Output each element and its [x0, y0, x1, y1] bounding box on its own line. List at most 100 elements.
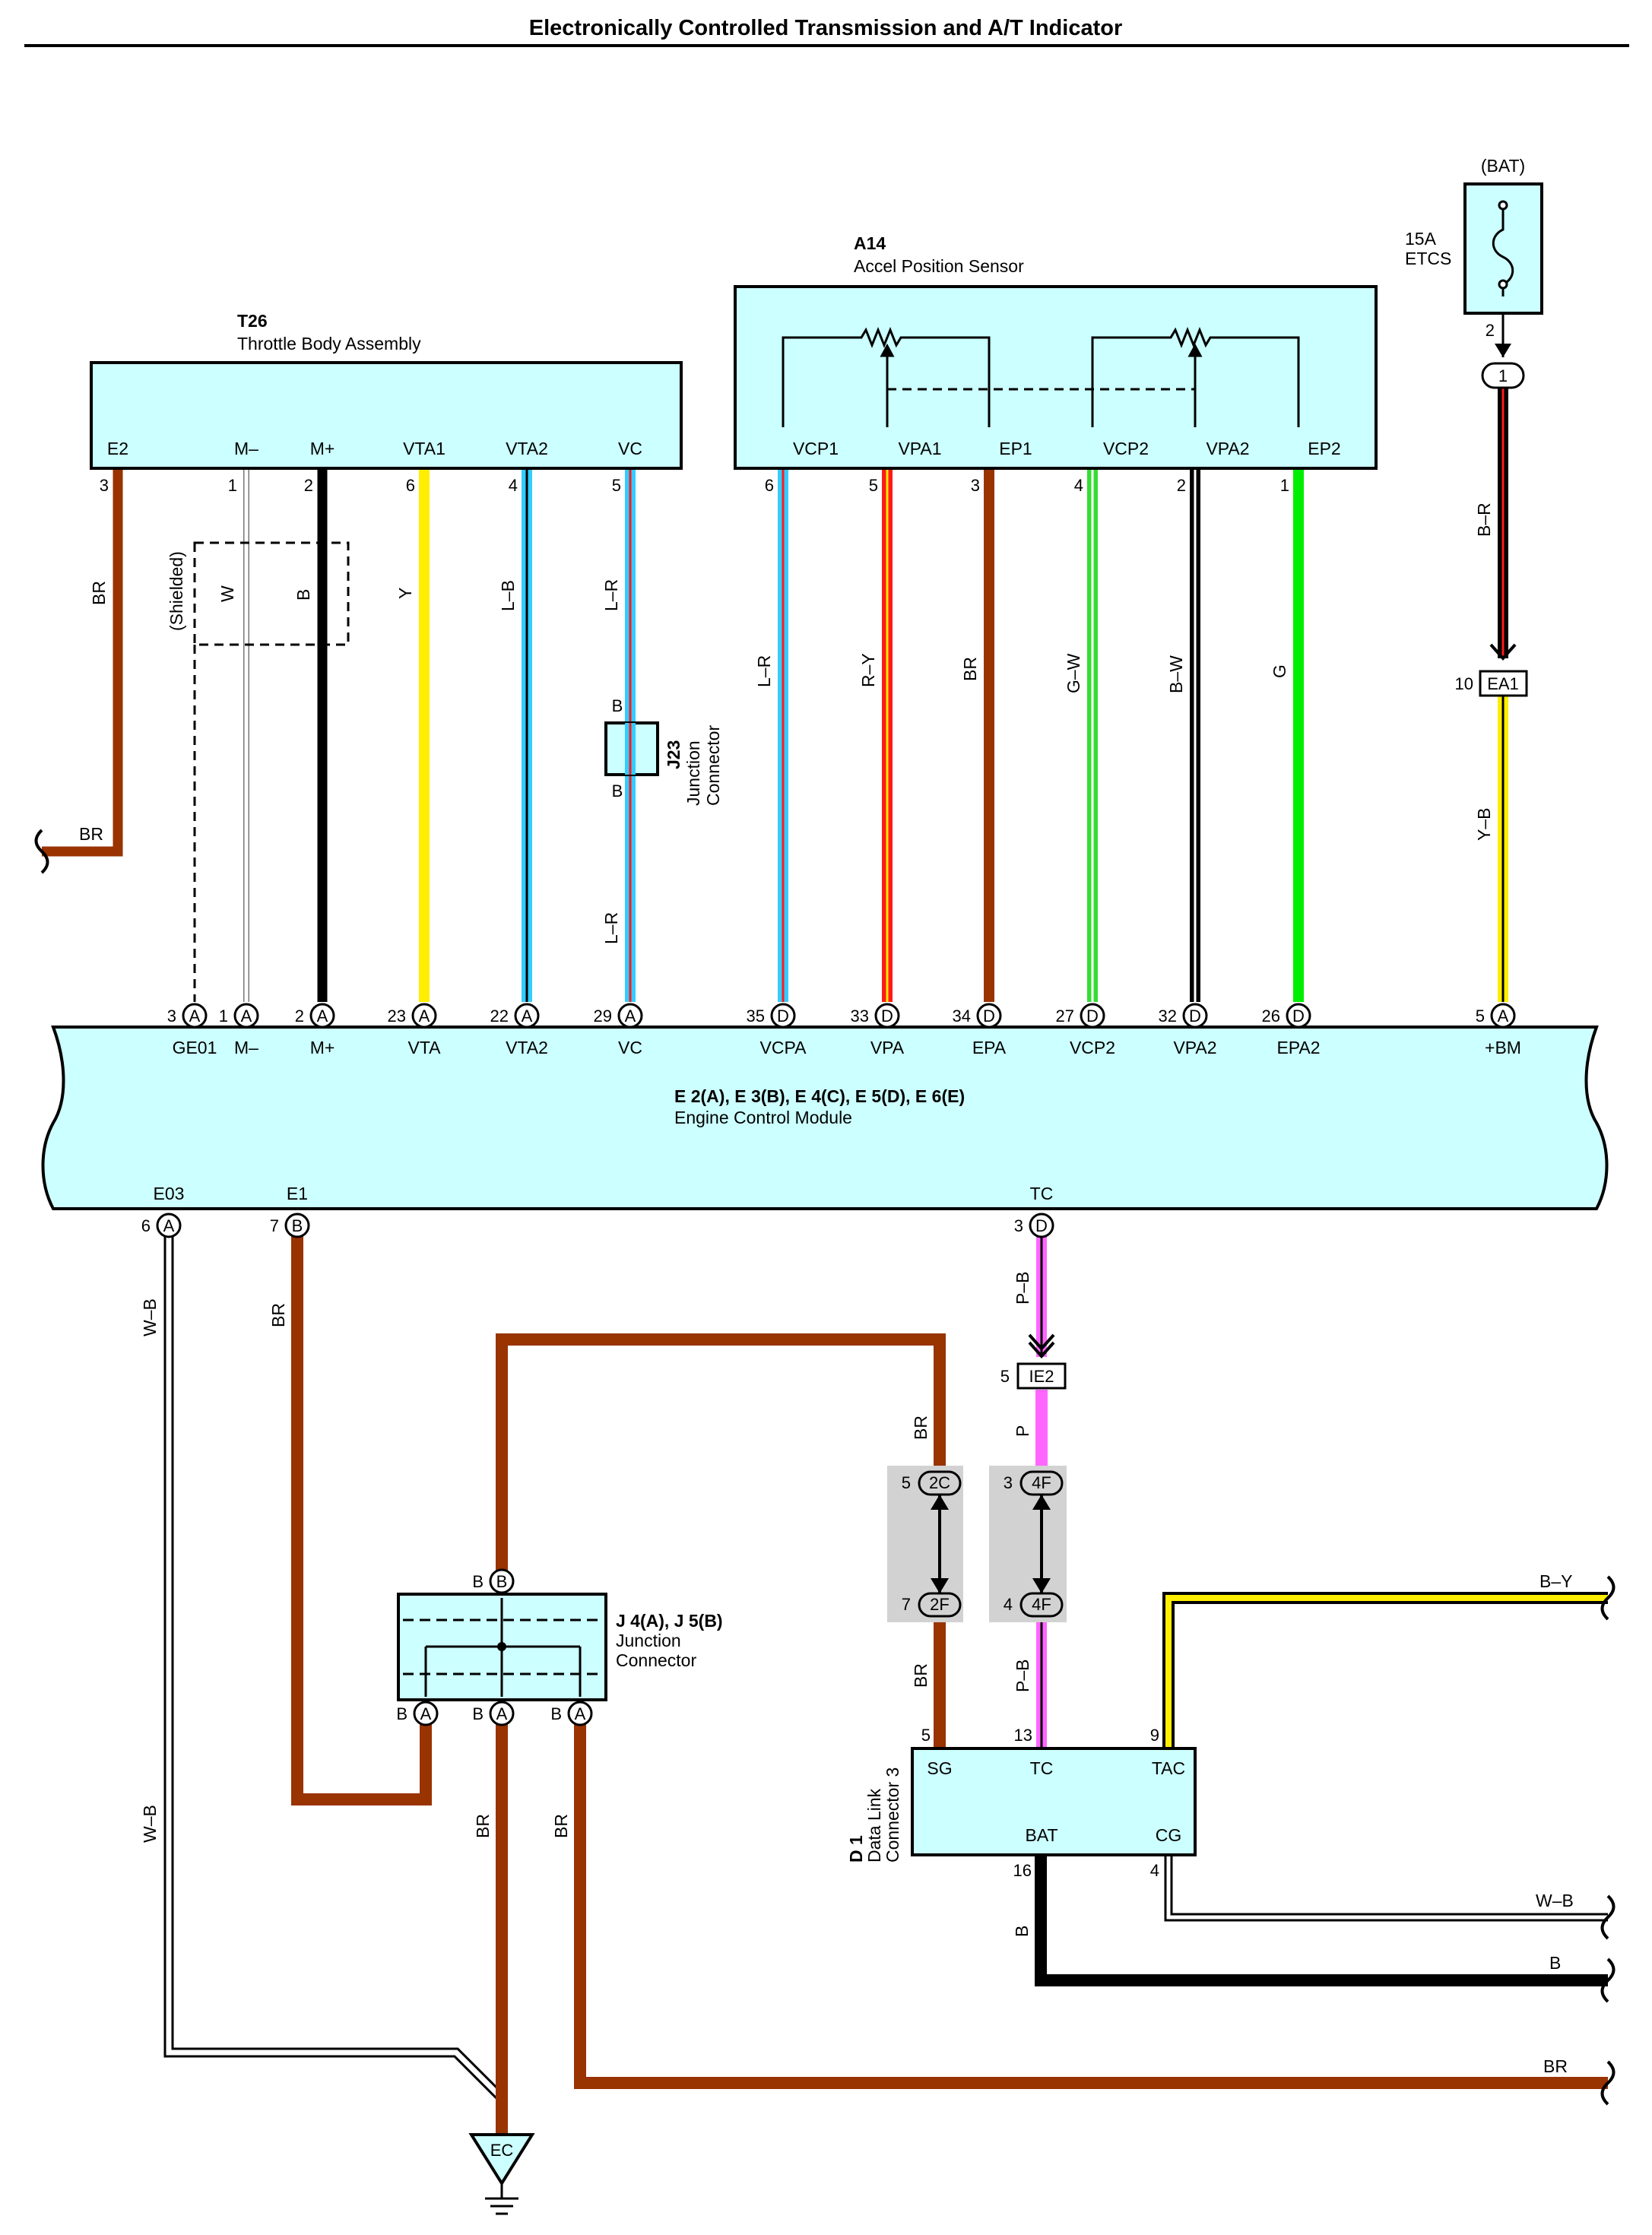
connector-letter: A — [163, 1216, 175, 1235]
wire-label: BR — [79, 824, 103, 844]
j4-bottom-terminal — [567, 1701, 593, 1726]
terminal-label: VTA — [407, 1038, 441, 1057]
cable-ends — [34, 829, 1616, 2106]
wire-label: BR — [89, 581, 109, 605]
throttle-body-name: Throttle Body Assembly — [237, 334, 421, 353]
svg-text:A: A — [496, 1704, 508, 1723]
terminal-label: EPA — [972, 1038, 1007, 1057]
wire-label: B — [293, 589, 313, 601]
wire-label: W–B — [1536, 1891, 1574, 1910]
svg-text:B: B — [472, 1572, 484, 1591]
throttle-body-box — [90, 361, 683, 470]
terminal-label: VPA2 — [1173, 1038, 1216, 1057]
svg-text:SG: SG — [927, 1758, 952, 1778]
shield-box — [193, 541, 350, 646]
connector-letter: A — [419, 1007, 430, 1026]
wire-label: BR — [911, 1416, 931, 1440]
j4-name2: Connector — [616, 1650, 696, 1670]
connector-4f-top — [1019, 1470, 1064, 1496]
wire-label: G–W — [1064, 653, 1083, 693]
pin-number: 29 — [594, 1007, 612, 1026]
terminal-label: TC — [1030, 1184, 1054, 1203]
ea1-pin: 10 — [1455, 674, 1473, 693]
connector-letter: A — [317, 1007, 328, 1026]
j4-bottom-terminal — [489, 1701, 515, 1726]
connector-letter: D — [1035, 1216, 1048, 1235]
terminal-label: E03 — [154, 1184, 185, 1203]
terminal-label: VCP1 — [793, 439, 839, 458]
svg-text:9: 9 — [1150, 1726, 1159, 1745]
j23-code: J23 — [664, 740, 683, 769]
terminal-label: E2 — [107, 439, 128, 458]
pin-number: 3 — [167, 1007, 176, 1026]
pin-number: 1 — [219, 1007, 228, 1026]
wire-e1 — [291, 1233, 432, 1805]
j23-pin-bottom: B — [612, 781, 623, 800]
pin-number: 34 — [953, 1007, 971, 1026]
cable-end-bat — [1600, 1958, 1616, 2003]
terminal-label: VC — [618, 1038, 642, 1057]
accel-sensor-box — [734, 285, 1378, 470]
potentiometer-2 — [1091, 326, 1300, 427]
fuse-arrow — [1495, 344, 1511, 357]
svg-text:7: 7 — [902, 1595, 911, 1614]
connector-2f — [918, 1592, 962, 1618]
svg-text:TC: TC — [1030, 1758, 1054, 1778]
ground-label: EC — [490, 2141, 514, 2160]
cable-end-br — [1600, 2060, 1616, 2106]
terminal-label: VTA2 — [506, 439, 548, 458]
accel-sensor-name: Accel Position Sensor — [854, 256, 1024, 276]
terminal-label: VPA — [870, 1038, 905, 1057]
terminal-label: VPA2 — [1206, 439, 1249, 458]
j23-pin-top: B — [612, 696, 623, 715]
wire-label: Y–B — [1474, 808, 1494, 841]
wire-label: P–B — [1013, 1272, 1032, 1305]
svg-text:4F: 4F — [1032, 1473, 1051, 1492]
svg-text:B: B — [496, 1572, 508, 1591]
accel-sensor-terminals: VCP1 VPA1 EP1 VCP2 VPA2 EP2 6 5 3 4 2 1 — [765, 439, 1341, 495]
connector-letter: D — [777, 1007, 789, 1026]
terminal-label: GE01 — [173, 1038, 217, 1057]
connector-letter: A — [522, 1007, 533, 1026]
pin-number: 2 — [304, 476, 313, 495]
svg-text:16: 16 — [1013, 1861, 1032, 1880]
pin-number: 22 — [490, 1007, 509, 1026]
shield — [193, 541, 350, 1002]
ground-ec: EC — [468, 2133, 535, 2215]
ie2-box — [1016, 1362, 1067, 1390]
connector-4f-bottom — [1019, 1592, 1064, 1618]
wire-e2 — [42, 468, 123, 857]
data-link-connector: SG TC TAC BAT CG 5 13 9 16 4 D 1 Data Li… — [846, 1726, 1197, 1880]
connector-letter: A — [241, 1007, 252, 1026]
svg-text:2C: 2C — [929, 1473, 950, 1492]
svg-text:4: 4 — [1004, 1595, 1013, 1614]
j4-name1: Junction — [616, 1631, 681, 1650]
wire-label: B–R — [1474, 502, 1494, 537]
wire-label: W–B — [140, 1805, 160, 1843]
terminal-label: VC — [618, 439, 642, 458]
connector-2c-2f: 2C 5 2F 7 — [887, 1466, 963, 1622]
fuse-junction-label: 1 — [1498, 366, 1508, 385]
potentiometer-1 — [782, 326, 991, 427]
fuse-pin: 2 — [1486, 321, 1495, 340]
wire-br-out — [574, 1720, 1608, 2089]
connector-2c — [918, 1470, 962, 1496]
svg-text:BAT: BAT — [1025, 1825, 1057, 1845]
accel-sensor-code: A14 — [854, 233, 886, 253]
pin-number: 6 — [406, 476, 415, 495]
terminal-label: E1 — [287, 1184, 308, 1203]
wire-label: P–B — [1013, 1660, 1032, 1692]
connector-letter: B — [292, 1216, 303, 1235]
svg-text:4F: 4F — [1032, 1595, 1051, 1614]
wire-bat — [1035, 1856, 1608, 1986]
svg-text:A: A — [420, 1704, 432, 1723]
wire-label: BR — [268, 1303, 288, 1327]
pin-number: 35 — [747, 1007, 765, 1026]
svg-text:B: B — [550, 1704, 562, 1723]
ecm-code: E 2(A), E 3(B), E 4(C), E 5(D), E 6(E) — [674, 1086, 965, 1106]
wire-label: L–R — [601, 912, 621, 944]
